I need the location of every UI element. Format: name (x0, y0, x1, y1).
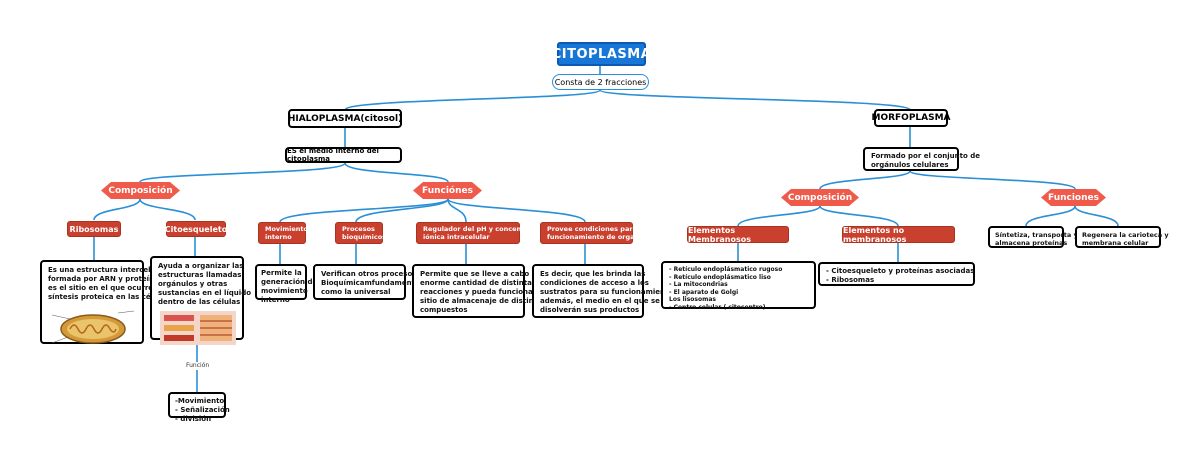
ribosomas-node[interactable]: Ribosomas (67, 221, 121, 237)
elementos-no-membranosos-desc: - Citoesqueleto y proteínas asociadas - … (818, 262, 975, 286)
morfoplasma-desc: Formado por el conjunto de orgánulos cel… (863, 147, 980, 171)
sintetiza-proteinas-desc: Síntetiza, transporta y almacena proteín… (988, 226, 1078, 248)
cytoskeleton-image (160, 311, 236, 346)
root-node[interactable]: CITOPLASMA (552, 42, 651, 66)
regenera-carioteca-desc: Regenera la carioteca y membrana celular (1075, 226, 1169, 248)
mitochondria-image (51, 311, 135, 345)
elementos-membranosos-node[interactable]: Elementos Membranosos (687, 226, 789, 244)
elementos-membranosos-desc: - Retículo endoplásmatico rugoso - Retíc… (661, 261, 816, 311)
citoesqueleto-node[interactable]: Citoesqueleto (165, 221, 227, 237)
morfoplasma-funciones-node[interactable]: Funciones (1041, 189, 1106, 206)
hialoplasma-composicion-node[interactable]: Composición (101, 182, 180, 199)
movimiento-interno-desc: Permite la generación de movimiento inte… (255, 264, 317, 304)
hialoplasma-desc: ES el medio interno del citoplasma (285, 147, 402, 163)
root-subtitle: Consta de 2 fracciones (552, 74, 649, 90)
funcion-label: Función (186, 362, 210, 369)
elementos-no-membranosos-node[interactable]: Elementos no membranosos (842, 226, 955, 244)
hialoplasma-node[interactable]: HIALOPLASMA(citosol) (288, 109, 402, 128)
procesos-bioquimicos-desc: Verifican otros procesos Bioquímicamfund… (313, 264, 431, 300)
citoesqueleto-funcion-desc: -Movimiento - Señalización - división (168, 392, 230, 423)
provee-condiciones-desc: Es decir, que les brinda las condiciones… (532, 264, 680, 318)
regulador-ph-desc: Permite que se lleve a cabo una enorme c… (412, 264, 560, 318)
ribosomas-desc: Es una estructura intercelular formada p… (40, 260, 173, 345)
hialoplasma-funciones-node[interactable]: Funciónes (413, 182, 482, 199)
citoesqueleto-desc: Ayuda a organizar las estructuras llamad… (150, 256, 251, 346)
morfoplasma-node[interactable]: MORFOPLASMA (871, 109, 951, 127)
morfoplasma-composicion-node[interactable]: Composición (781, 189, 859, 206)
